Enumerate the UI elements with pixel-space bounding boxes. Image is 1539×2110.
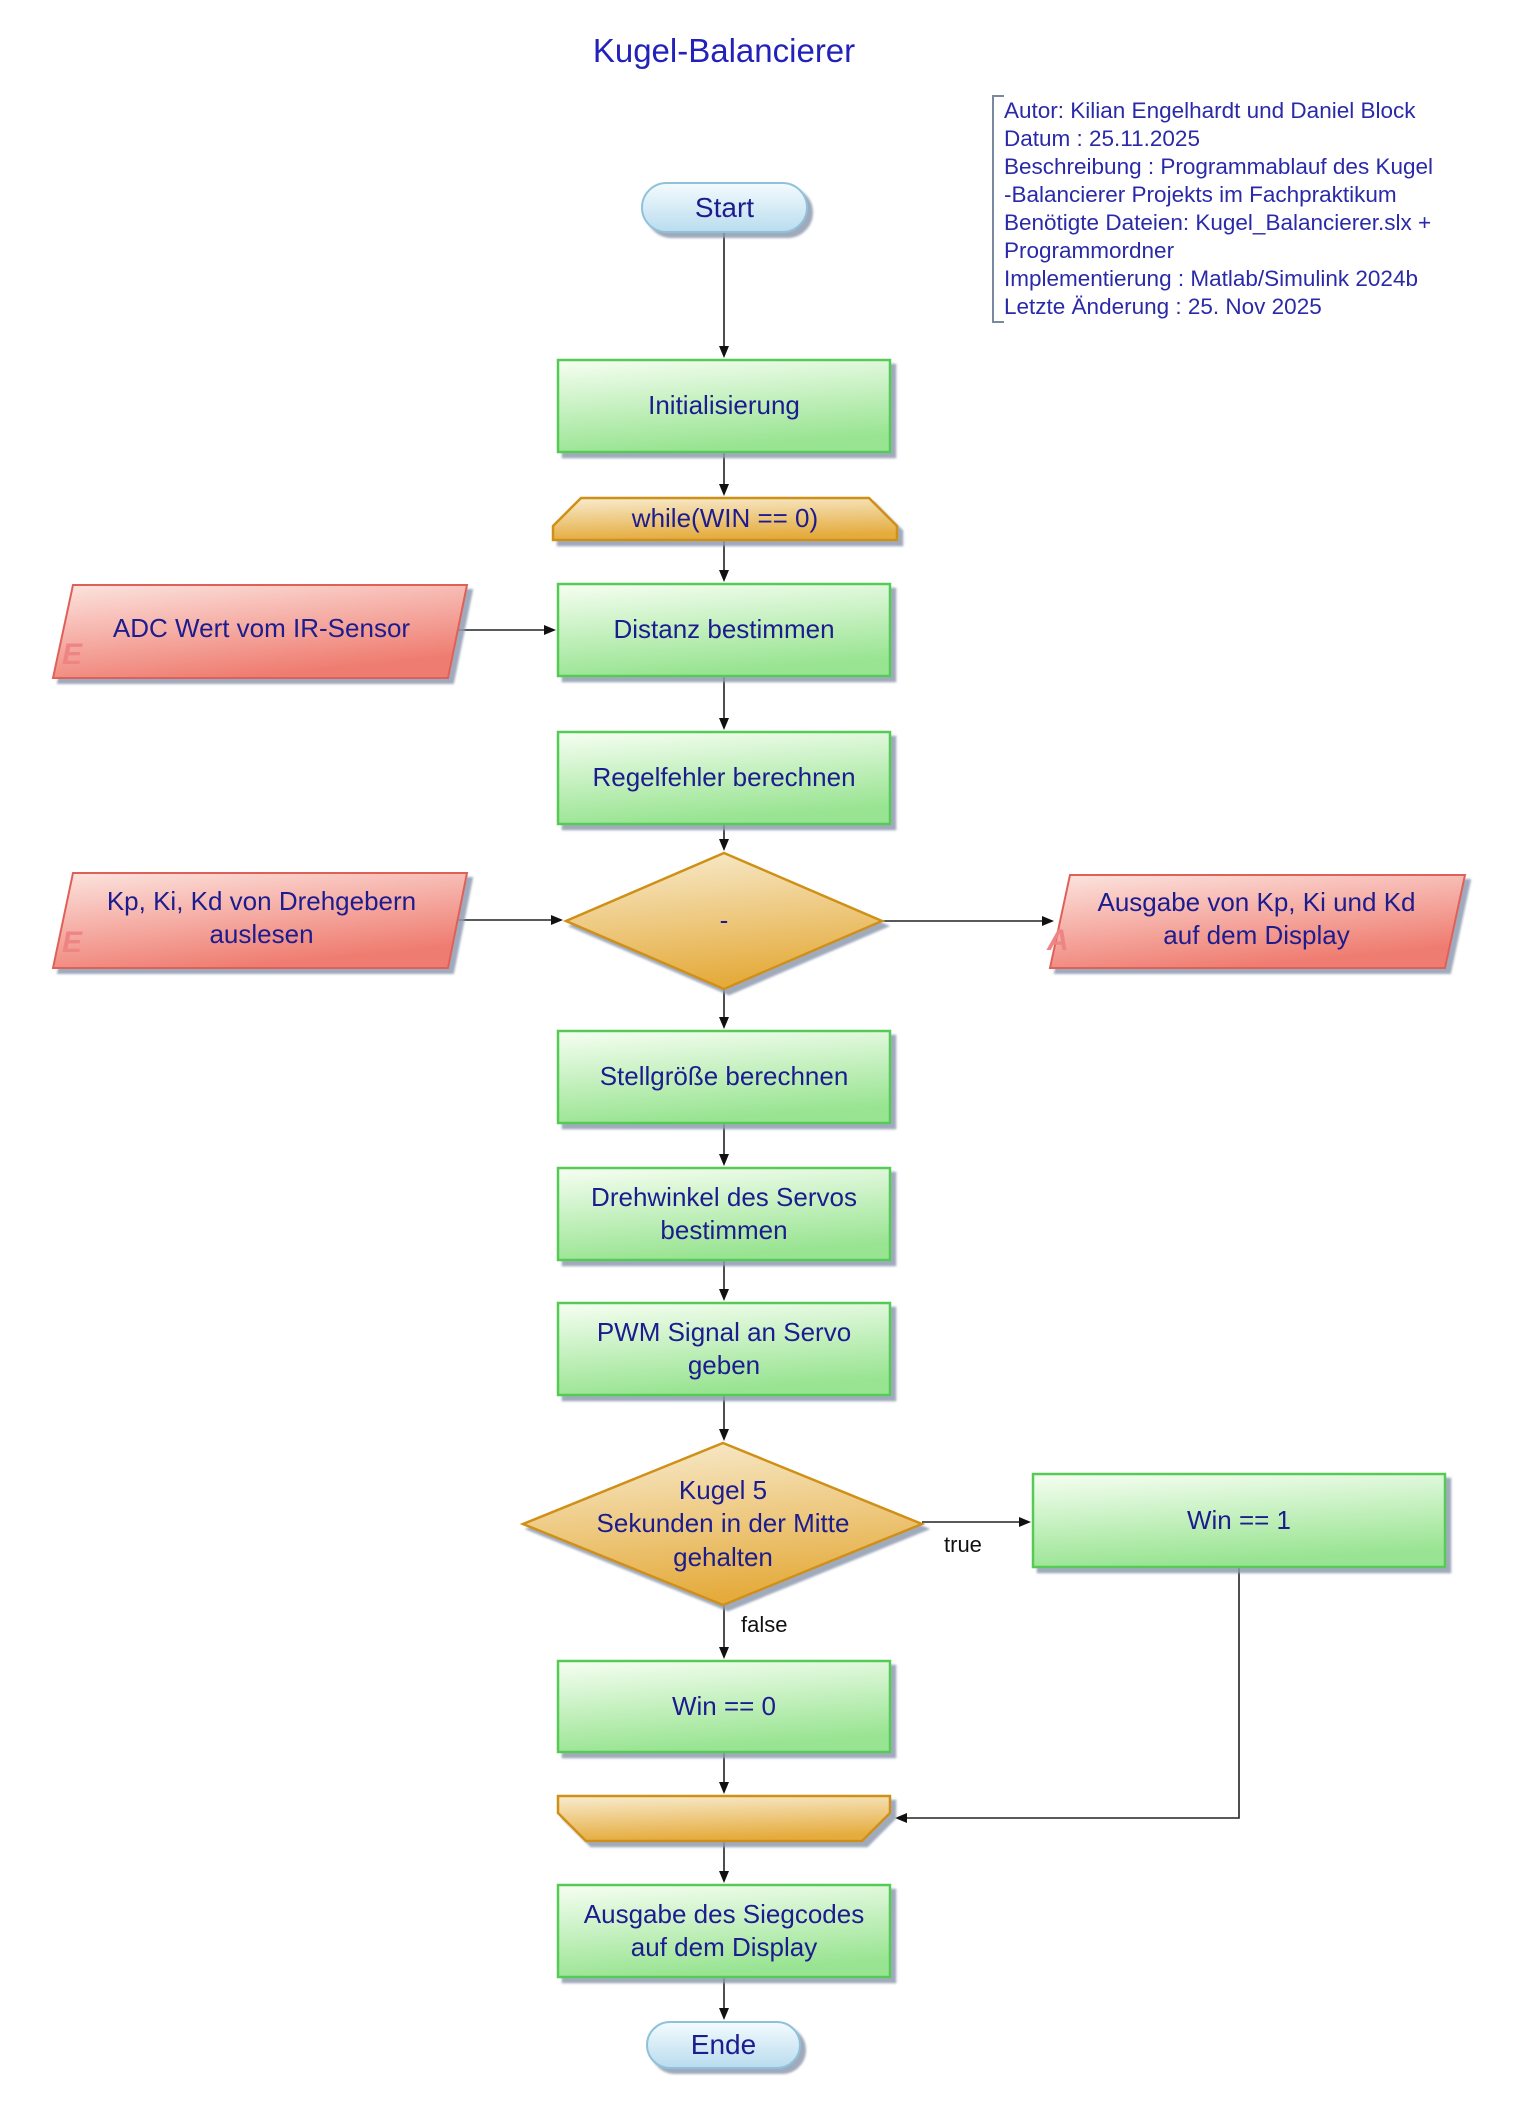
- kp-output-parallelogram: [1048, 874, 1467, 969]
- drehwinkel-process: [556, 1166, 892, 1262]
- loop-end-limit: [556, 1794, 892, 1843]
- input-marker-kp: E: [62, 926, 83, 959]
- pwm-process: [556, 1301, 892, 1397]
- stellgroesse-process: [556, 1029, 892, 1125]
- input-marker-adc: E: [62, 638, 83, 671]
- adc-input-parallelogram: [51, 584, 469, 679]
- info-line: Benötigte Dateien: Kugel_Balancierer.slx…: [1004, 210, 1432, 235]
- kp-input-parallelogram: [51, 872, 469, 969]
- info-bracket: [992, 95, 1004, 323]
- start-terminator: [641, 182, 808, 233]
- true-branch-label: true: [944, 1532, 982, 1557]
- tuning-decision-diamond: [562, 851, 886, 991]
- edge-win1-loopend: [895, 1567, 1240, 1823]
- info-line: Letzte Änderung : 25. Nov 2025: [1004, 294, 1322, 319]
- siegcode-process: [556, 1883, 892, 1979]
- info-box: Autor: Kilian Engelhardt und Daniel Bloc…: [1004, 97, 1490, 321]
- win0-process: [556, 1659, 892, 1754]
- regelfehler-process: [556, 730, 892, 826]
- info-line: -Balancierer Projekts im Fachpraktikum: [1004, 182, 1397, 207]
- output-marker-display: A: [1047, 924, 1069, 957]
- info-line: Beschreibung : Programmablauf des Kugel: [1004, 154, 1433, 179]
- info-line: Datum : 25.11.2025: [1004, 126, 1200, 151]
- false-branch-label: false: [741, 1612, 788, 1637]
- win1-process: [1031, 1472, 1447, 1569]
- kugel-decision-diamond: [519, 1441, 926, 1607]
- page-title: Kugel-Balancierer: [592, 32, 856, 69]
- info-line: Autor: Kilian Engelhardt und Daniel Bloc…: [1004, 98, 1416, 123]
- info-line: Implementierung : Matlab/Simulink 2024b: [1004, 266, 1418, 291]
- info-line: Programmordner: [1004, 238, 1175, 263]
- distanz-process: [556, 582, 892, 678]
- connector-group: [458, 230, 1240, 2020]
- ende-terminator: [646, 2021, 801, 2069]
- init-process: [556, 358, 892, 454]
- while-loop-limit: [551, 496, 899, 542]
